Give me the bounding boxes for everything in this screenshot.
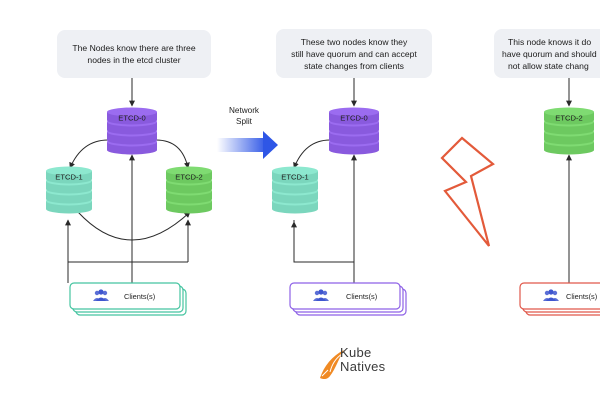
panel2-clients-stack-people-icon (313, 289, 329, 301)
panel1-etcd2-label: ETCD-2 (175, 172, 203, 182)
network-split-arrow (217, 131, 278, 159)
etcd0-etcd1-arrow (69, 139, 109, 169)
panel2-note-line1: These two nodes know they (300, 36, 408, 47)
panel3-etcd2-label: ETCD-2 (555, 113, 583, 123)
panel1-etcd1-cylinder (46, 166, 92, 214)
panel1-clients-label: Clients(s) (124, 292, 156, 301)
panel2-clients-to-etcd1-line (293, 220, 354, 263)
brand-line1: Kube (340, 345, 372, 360)
network-split-line2: Split (236, 117, 252, 126)
kubenatives-brand-text: Kube Natives (340, 346, 385, 374)
panel3-note: This node knows it do have quorum and sh… (494, 29, 600, 78)
panel3-clients-stack-people-icon (543, 289, 559, 301)
panel3-etcd2-cylinder (544, 107, 594, 155)
clients-bus-line (67, 261, 188, 283)
lightning-bolt-icon (440, 136, 495, 247)
brand-line2: Natives (340, 359, 386, 374)
panel3-note-line3: not allow state chang (508, 60, 589, 71)
panel1-clients-stack-people-icon (93, 289, 109, 301)
network-split-label: Network Split (222, 105, 266, 127)
client-stacks (69, 282, 600, 316)
panel2-clients-label: Clients(s) (346, 292, 378, 301)
panel3-clients-label: Clients(s) (566, 292, 598, 301)
panel2-note: These two nodes know they still have quo… (276, 29, 432, 78)
etcd-nodes (46, 107, 594, 214)
panel2-etcd0-cylinder (329, 107, 379, 155)
panel2-etcd1-cylinder (272, 166, 318, 214)
panel1-connectors (65, 78, 191, 283)
panel3-note-line1: This node knows it do (508, 36, 592, 47)
etcd1-etcd2-arrow (72, 206, 191, 241)
panel1-etcd0-cylinder (107, 107, 157, 155)
panel1-note-line1: The Nodes know there are three (72, 43, 196, 53)
panel1-etcd0-label: ETCD-0 (118, 113, 146, 123)
panel3-note-line2: have quorum and should (502, 48, 597, 59)
panel1-clients-stack (69, 282, 187, 316)
panel2-note-line3: state changes from clients (304, 60, 404, 71)
etcd0-etcd2-arrow (155, 139, 190, 169)
panel1-etcd2-cylinder (166, 166, 212, 214)
panel2-etcd1-label: ETCD-1 (281, 172, 309, 182)
panel3-clients-stack (519, 282, 600, 316)
panel2-connectors (291, 78, 357, 283)
panel1-note-line2: nodes in the etcd cluster (87, 55, 181, 65)
split-arrow-head (263, 131, 278, 159)
panel1-note: The Nodes know there are three nodes in … (57, 30, 211, 78)
kubenatives-logo-icon (320, 350, 344, 380)
panel1-etcd1-label: ETCD-1 (55, 172, 83, 182)
panel2-etcd0-etcd1-arrow (293, 136, 336, 169)
network-split-line1: Network (228, 106, 260, 115)
split-arrow-shaft (217, 138, 267, 152)
panel2-etcd0-label: ETCD-0 (340, 113, 368, 123)
panel2-note-line2: still have quorum and can accept (291, 48, 417, 59)
panel2-clients-stack (289, 282, 407, 316)
